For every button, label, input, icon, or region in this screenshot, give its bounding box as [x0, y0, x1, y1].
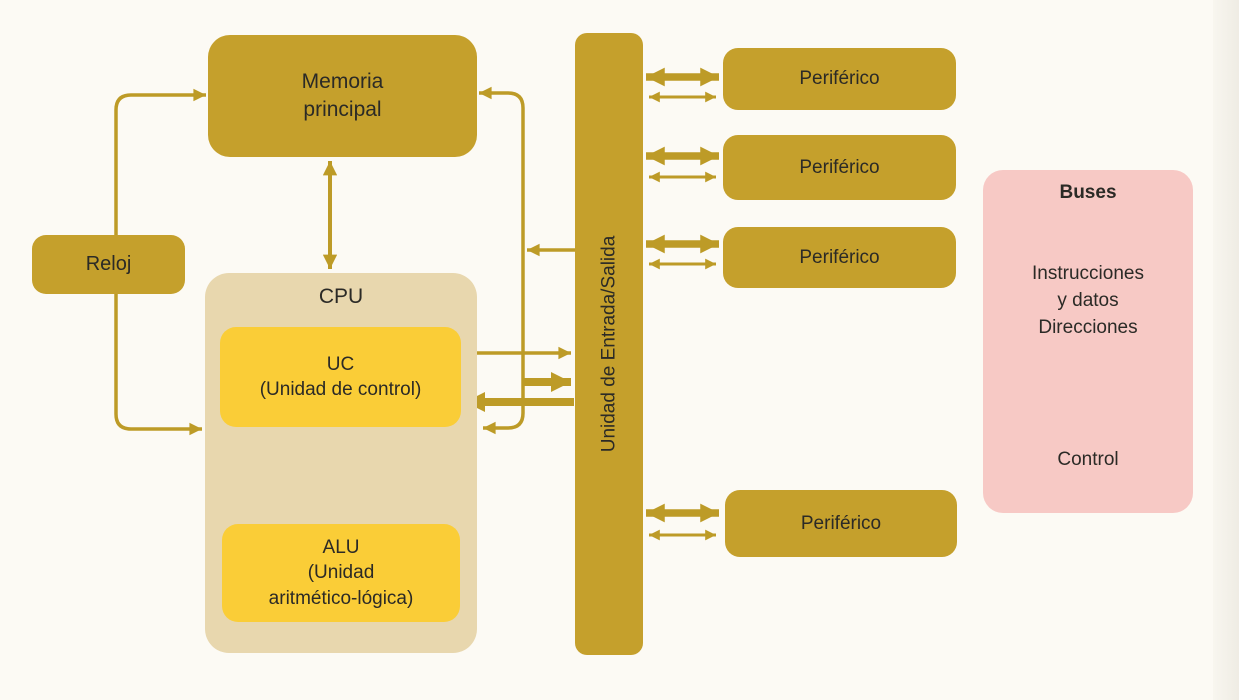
memory-io-cpu-bus-line: [479, 86, 525, 435]
cpu-title: CPU: [318, 285, 364, 308]
alu-box: ALU (Unidad aritmético-lógica): [222, 524, 460, 622]
io-unit-label: Unidad de Entrada/Salida: [598, 235, 620, 453]
cpu-container: CPU UC (Unidad de control) ALU (Unidad a…: [205, 273, 477, 653]
peripheral-label: Periférico: [799, 68, 880, 90]
control-unit-box: UC (Unidad de control): [220, 327, 461, 427]
peripheral-box-4: Periférico: [725, 490, 957, 557]
page-scan-edge: [1213, 0, 1239, 700]
peripheral-label: Periférico: [799, 156, 880, 178]
control-unit-label: UC (Unidad de control): [259, 353, 422, 400]
main-memory-box: Memoria principal: [208, 35, 477, 157]
peripheral-box-1: Periférico: [723, 48, 956, 110]
instructions-data-address-bus-label: Instrucciones y datos Direcciones: [1032, 263, 1144, 338]
buses-legend-title: Buses: [1059, 182, 1117, 203]
peripheral-box-2: Periférico: [723, 135, 956, 200]
clock-box: Reloj: [32, 235, 185, 294]
buses-legend: Buses Instrucciones y datos Direcciones …: [983, 170, 1193, 513]
control-bus-label: Control: [1057, 449, 1119, 470]
clock-label: Reloj: [85, 253, 132, 276]
io-unit-bar: Unidad de Entrada/Salida: [575, 33, 643, 655]
peripheral-box-3: Periférico: [723, 227, 956, 288]
peripheral-label: Periférico: [800, 512, 882, 534]
alu-label: ALU (Unidad aritmético-lógica): [268, 537, 414, 609]
peripheral-label: Periférico: [799, 246, 880, 268]
main-memory-label: Memoria principal: [301, 70, 384, 121]
